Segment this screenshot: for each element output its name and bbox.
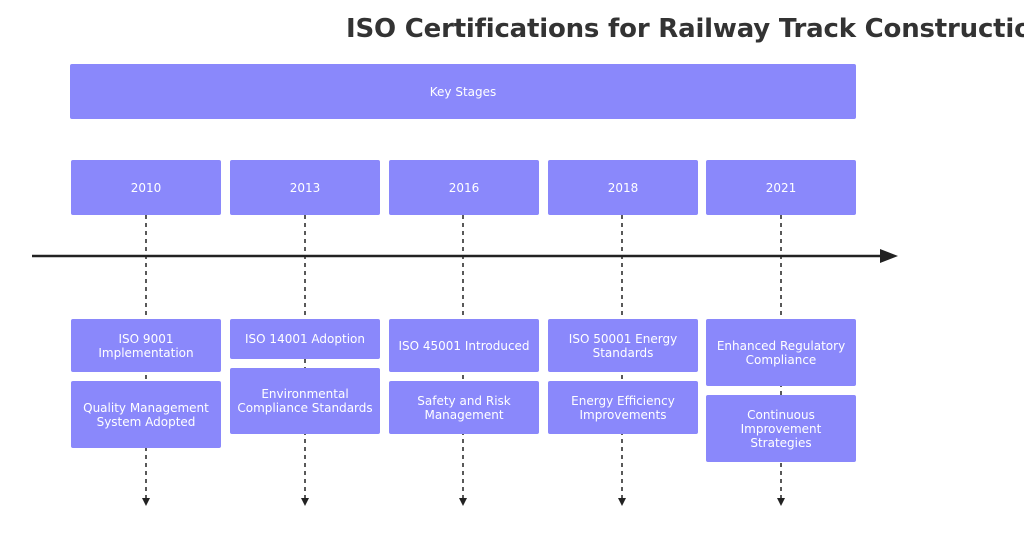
event-box-0: ISO 9001 Implementation (71, 319, 221, 372)
event-box-2: ISO 45001 Introduced (389, 319, 539, 372)
year-box-3: 2018 (548, 160, 698, 215)
detail-box-4: Continuous Improvement Strategies (706, 395, 856, 462)
detail-box-3: Energy Efficiency Improvements (548, 381, 698, 434)
detail-box-2: Safety and Risk Management (389, 381, 539, 434)
arrowhead-3 (618, 498, 626, 506)
arrowhead-2 (459, 498, 467, 506)
key-stages-header: Key Stages (70, 64, 856, 119)
year-box-1: 2013 (230, 160, 380, 215)
arrowhead-4 (777, 498, 785, 506)
detail-box-0: Quality Management System Adopted (71, 381, 221, 448)
detail-box-1: Environmental Compliance Standards (230, 368, 380, 434)
diagram-title: ISO Certifications for Railway Track Con… (346, 14, 1024, 44)
year-box-0: 2010 (71, 160, 221, 215)
arrowhead-0 (142, 498, 150, 506)
event-box-3: ISO 50001 Energy Standards (548, 319, 698, 372)
event-box-4: Enhanced Regulatory Compliance (706, 319, 856, 386)
event-box-1: ISO 14001 Adoption (230, 319, 380, 359)
timeline-axis-arrowhead (880, 249, 898, 263)
year-box-4: 2021 (706, 160, 856, 215)
year-box-2: 2016 (389, 160, 539, 215)
arrowhead-1 (301, 498, 309, 506)
